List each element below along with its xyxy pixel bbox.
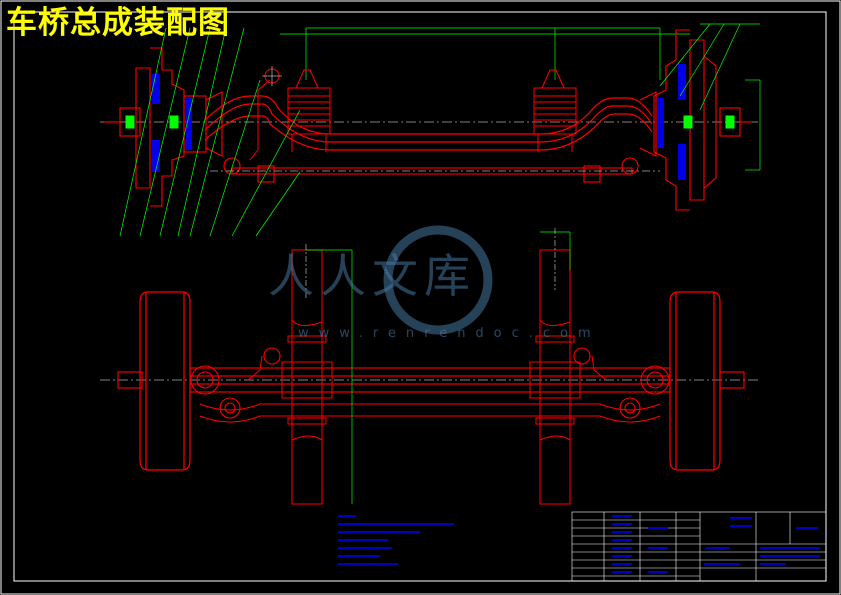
top-leaf-spring-right (529, 249, 581, 505)
right-hub-bearings (683, 115, 735, 129)
dimension-lines-top (280, 23, 761, 171)
part-callout-leaders (119, 23, 741, 237)
tie-rod (223, 157, 639, 183)
top-axle-beam (117, 367, 745, 423)
left-wheel (139, 291, 191, 471)
top-steering-arm (247, 355, 263, 381)
left-hub-section-fill (152, 74, 192, 172)
leaf-spring-left (287, 69, 331, 152)
technical-requirements-notes (338, 515, 454, 565)
kingpins (190, 347, 670, 419)
front-section-view (100, 23, 761, 237)
leaf-spring-right (533, 69, 577, 152)
inner-frame (13, 11, 827, 582)
left-hub-bearings (125, 115, 179, 129)
steering-arm (249, 79, 271, 161)
title-block-text-marks (612, 515, 820, 573)
right-hub-assembly (639, 29, 752, 211)
right-wheel (669, 291, 721, 471)
page-title: 车桥总成装配图 (6, 5, 230, 41)
axle-beam (204, 95, 653, 151)
top-leaf-spring-left (281, 249, 333, 505)
title-block (571, 511, 827, 582)
dimension-lines-top-view (306, 231, 571, 504)
top-view (100, 228, 760, 505)
right-hub-section-fill (658, 64, 686, 180)
left-hub-assembly (104, 47, 223, 207)
